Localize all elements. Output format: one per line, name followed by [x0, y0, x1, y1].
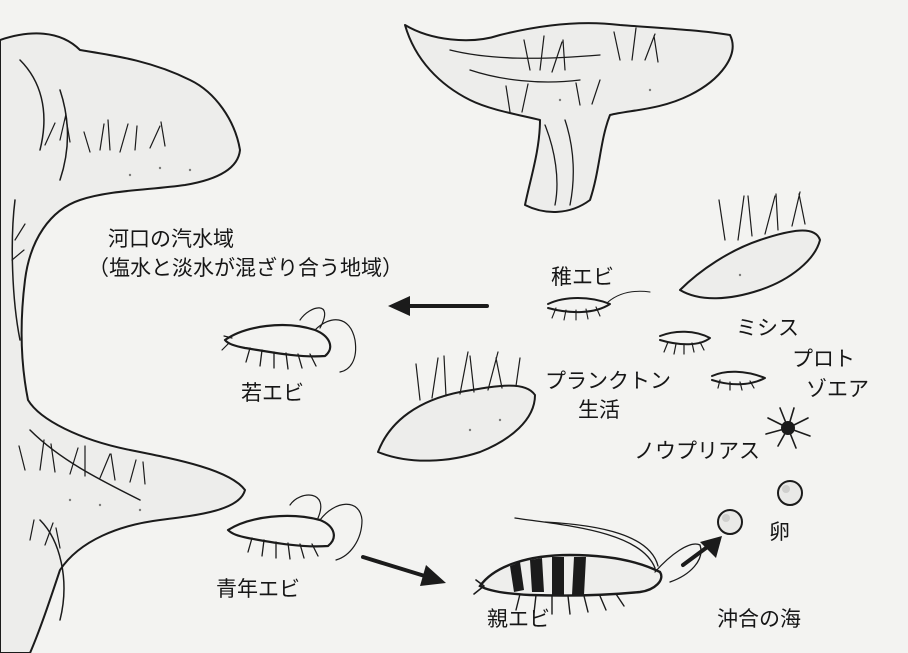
right-rock-island [680, 192, 820, 298]
top-rock-island [405, 23, 733, 212]
estuary-note-label: （塩水と淡水が混ざり合う地域） [88, 258, 403, 279]
juvenile-label: 稚エビ [551, 267, 614, 288]
parent-shrimp-label: 親エビ [487, 609, 550, 630]
arrow-right-down-icon [420, 565, 446, 586]
arrow-to-estuary [388, 296, 487, 316]
young-shrimp [222, 308, 356, 372]
arrow-left-icon [388, 296, 410, 316]
proto-label: プロト [792, 349, 855, 370]
egg-label: 卵 [769, 522, 790, 543]
middle-rock-island [378, 352, 535, 461]
young-shrimp-label: 若エビ [241, 383, 304, 404]
nauplius-larva [766, 408, 810, 448]
egg-1 [718, 510, 742, 534]
arrow-to-egg [683, 536, 722, 565]
protozoea-larva [712, 372, 765, 390]
parent-shrimp [474, 518, 701, 614]
mysis-label: ミシス [736, 318, 799, 339]
estuary-title-label: 河口の汽水域 [108, 229, 234, 250]
arrow-to-parent [363, 557, 446, 586]
nauplius-label: ノウプリアス [634, 441, 760, 462]
zoea-label: ゾエア [806, 379, 869, 400]
youth-shrimp [228, 495, 362, 560]
left-coastline [0, 33, 245, 653]
egg-2 [778, 481, 802, 505]
offshore-label: 沖合の海 [717, 609, 801, 630]
plankton-life-label: 生活 [578, 400, 620, 421]
plankton-label: プランクトン [545, 371, 671, 392]
arrow-up-right-icon [700, 536, 722, 558]
juvenile-shrimp [548, 291, 650, 320]
mysis-larva [660, 332, 710, 354]
youth-shrimp-label: 青年エビ [216, 579, 300, 600]
